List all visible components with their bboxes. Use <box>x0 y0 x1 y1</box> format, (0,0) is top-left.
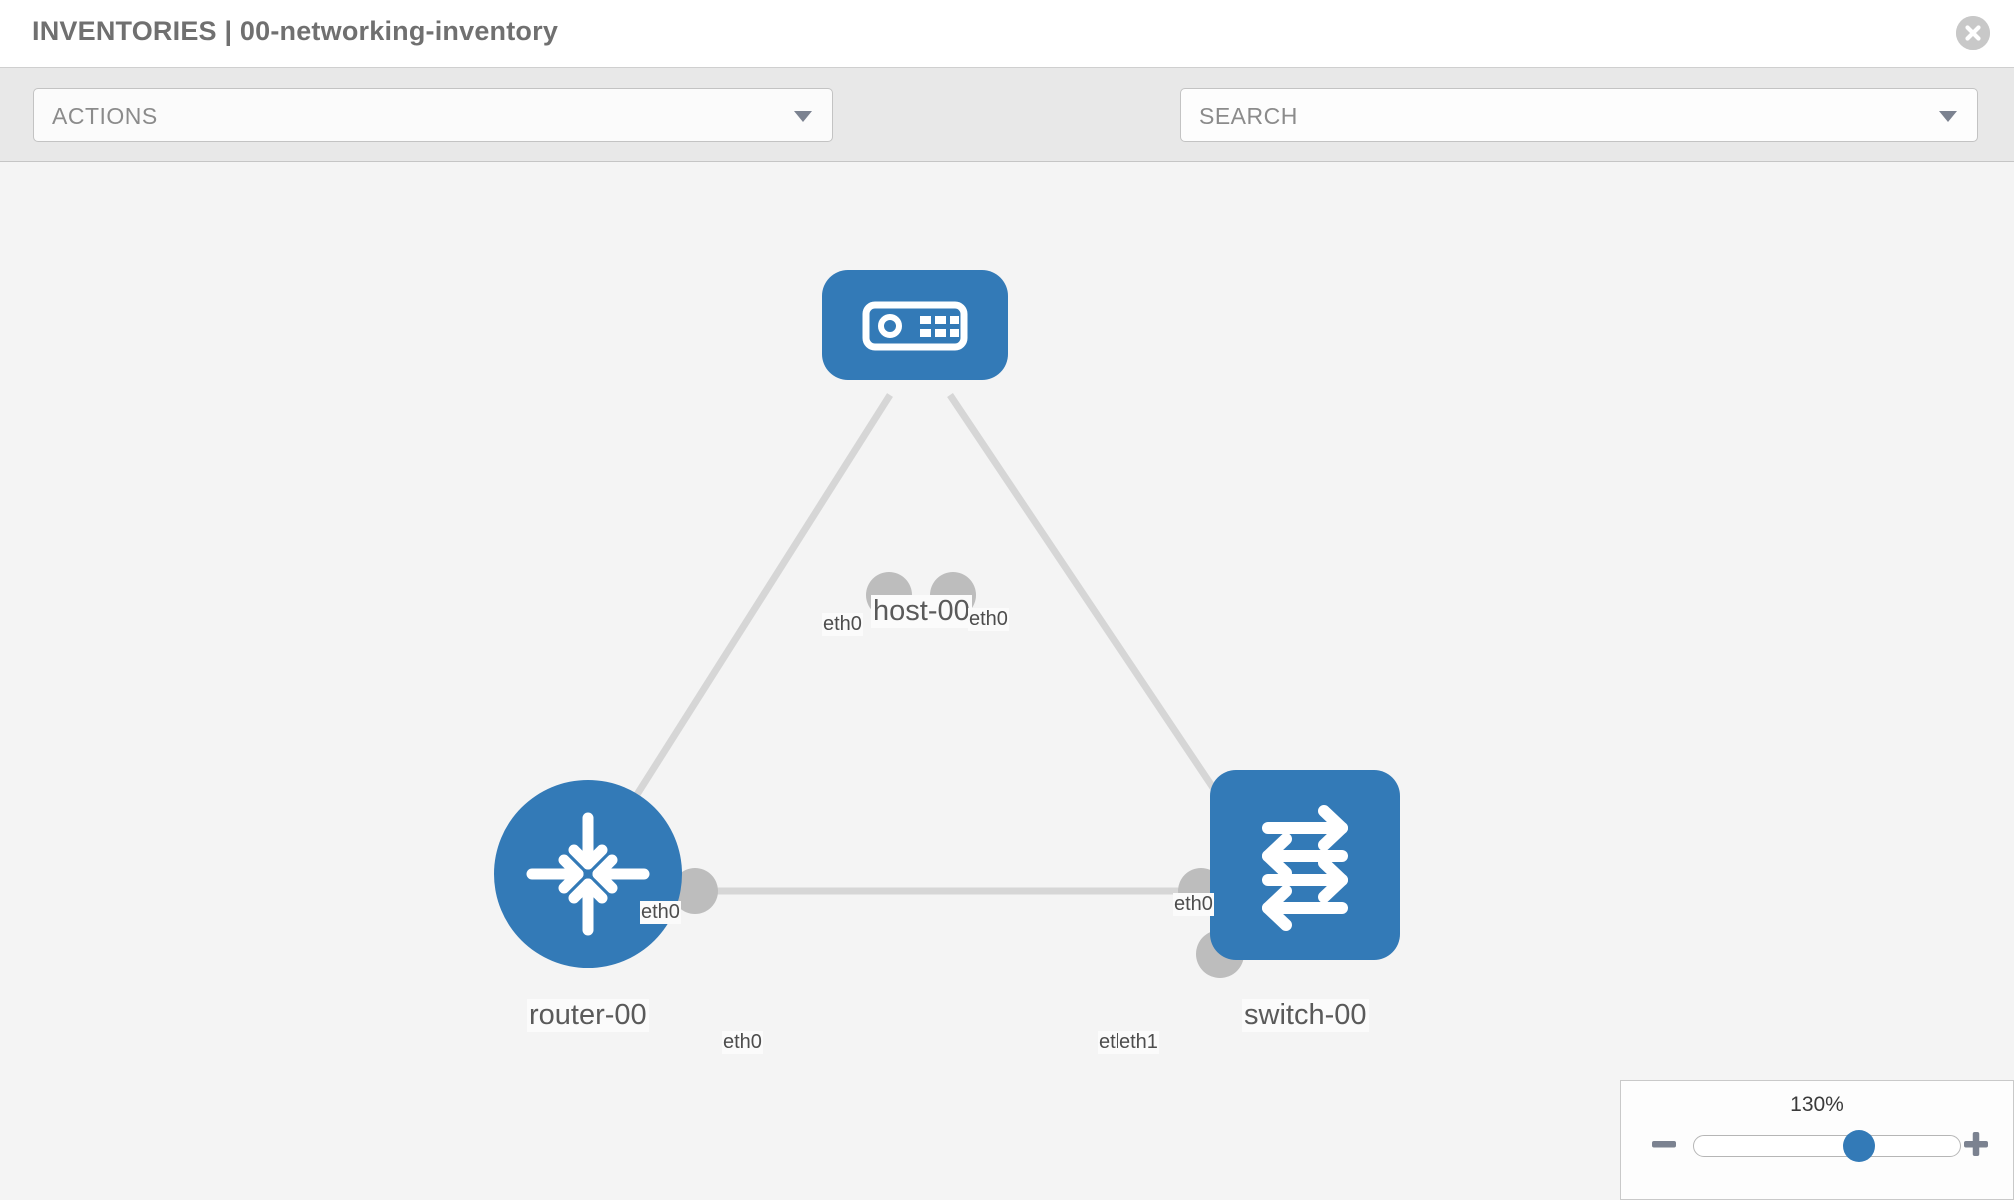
router-icon <box>526 812 650 936</box>
node-switch-00[interactable] <box>1210 770 1400 960</box>
edge-label-router-host: eth0 <box>640 901 681 924</box>
minus-icon <box>1652 1141 1676 1148</box>
topology-canvas[interactable]: host-00 eth0 eth0 router-00 eth0 eth0 <box>0 163 2014 1200</box>
chevron-down-icon <box>794 111 812 122</box>
page-header: INVENTORIES | 00-networking-inventory <box>0 0 2014 68</box>
close-circle-icon <box>1956 16 1990 50</box>
chevron-down-icon <box>1939 111 1957 122</box>
plus-icon <box>1964 1132 1988 1156</box>
actions-dropdown-label: ACTIONS <box>52 103 158 129</box>
edge-label-switch-router: eth1 <box>1118 1031 1159 1054</box>
zoom-slider-thumb[interactable] <box>1842 1130 1875 1162</box>
node-host-00[interactable] <box>822 270 1008 380</box>
topology-edges <box>597 393 1243 895</box>
node-router-00[interactable] <box>494 780 682 968</box>
search-input[interactable]: SEARCH <box>1180 88 1978 142</box>
edge-label-switch-host: eth0 <box>1173 893 1214 916</box>
page-title: INVENTORIES | 00-networking-inventory <box>32 16 559 46</box>
zoom-level-label: 130% <box>1790 1093 1844 1116</box>
edge-label-router-switch: eth0 <box>722 1031 763 1054</box>
zoom-panel: 130% <box>1620 1080 2014 1200</box>
toolbar: ACTIONS SEARCH <box>0 68 2014 197</box>
close-button[interactable] <box>1956 16 1990 50</box>
actions-dropdown[interactable]: ACTIONS <box>33 88 833 142</box>
edge-label-host-router: eth0 <box>822 613 863 636</box>
node-label-switch-00: switch-00 <box>1242 999 1369 1032</box>
edge-host-switch <box>947 393 1243 830</box>
node-label-host-00: host-00 <box>871 595 972 628</box>
zoom-in-button[interactable] <box>1961 1129 1991 1159</box>
search-placeholder: SEARCH <box>1199 103 1298 129</box>
server-icon <box>862 301 968 351</box>
zoom-out-button[interactable] <box>1649 1129 1679 1159</box>
edge-host-router <box>597 393 893 855</box>
switch-icon <box>1262 805 1348 931</box>
node-label-router-00: router-00 <box>527 999 649 1032</box>
edge-label-host-switch: eth0 <box>968 608 1009 631</box>
zoom-slider[interactable] <box>1693 1130 1961 1162</box>
